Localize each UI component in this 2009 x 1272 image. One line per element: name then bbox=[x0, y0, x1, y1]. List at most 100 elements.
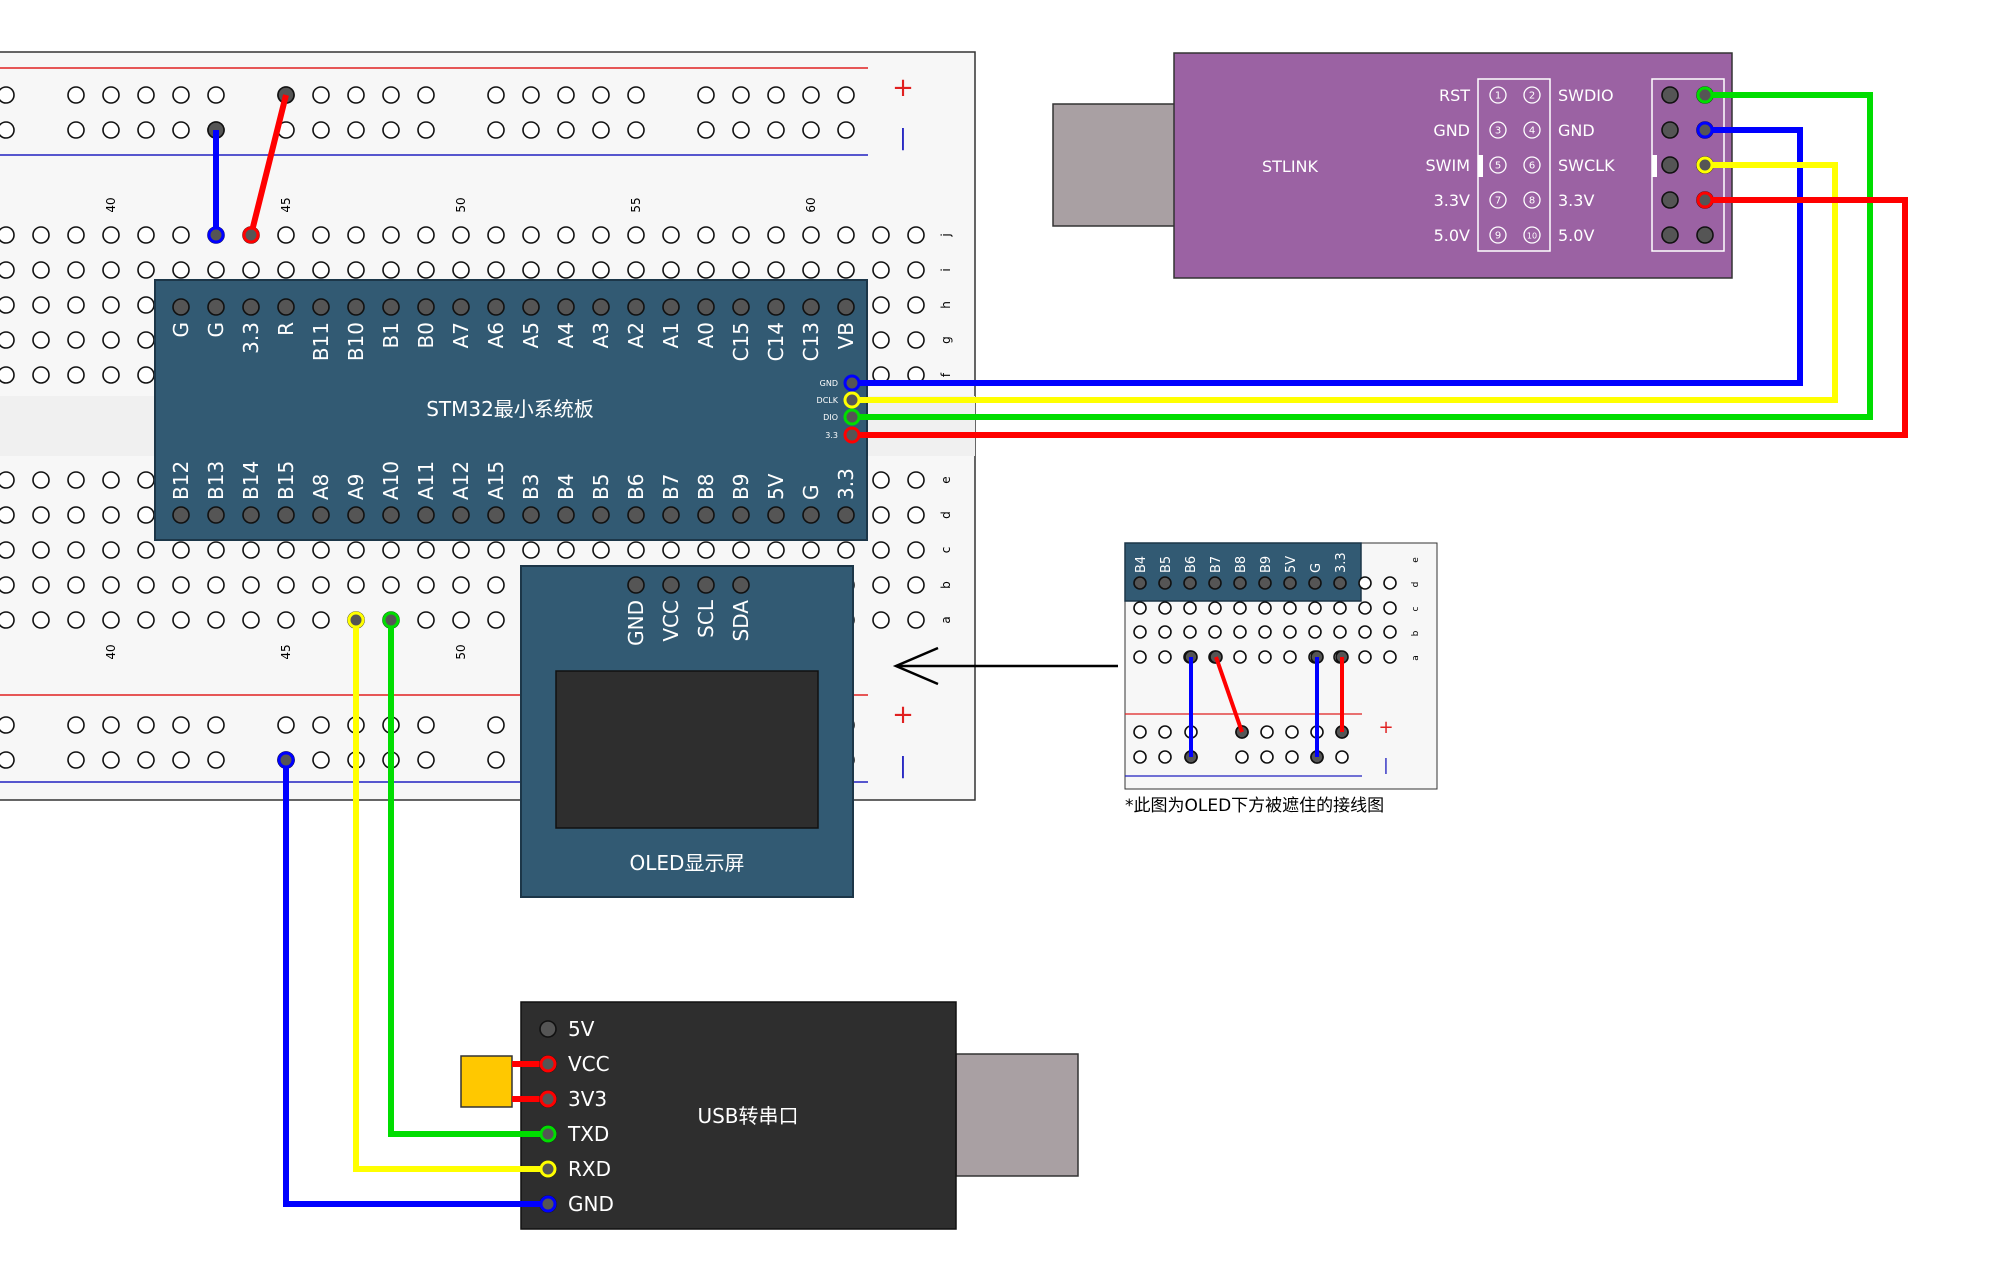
row-letter: a bbox=[939, 616, 953, 623]
wire-end bbox=[277, 751, 295, 769]
breadboard-hole bbox=[872, 506, 890, 524]
breadboard-hole bbox=[1235, 750, 1249, 764]
stm32-debug-pin-label: GND bbox=[820, 379, 838, 388]
breadboard-hole bbox=[487, 86, 505, 104]
column-number: 40 bbox=[104, 644, 118, 659]
stm32-bottom-pin-label: B15 bbox=[274, 461, 298, 500]
breadboard-hole bbox=[1383, 576, 1397, 590]
breadboard-hole bbox=[1661, 156, 1679, 174]
breadboard-hole bbox=[452, 611, 470, 629]
breadboard-hole bbox=[312, 121, 330, 139]
breadboard-hole bbox=[1260, 725, 1274, 739]
breadboard-hole bbox=[732, 541, 750, 559]
breadboard-hole bbox=[312, 576, 330, 594]
breadboard-hole bbox=[662, 541, 680, 559]
breadboard-hole bbox=[312, 86, 330, 104]
breadboard-hole bbox=[312, 541, 330, 559]
breadboard-hole bbox=[872, 541, 890, 559]
breadboard-hole bbox=[452, 541, 470, 559]
breadboard-hole bbox=[802, 86, 820, 104]
breadboard-hole bbox=[697, 541, 715, 559]
breadboard-hole bbox=[627, 541, 645, 559]
breadboard-hole bbox=[1308, 576, 1322, 590]
breadboard-hole bbox=[662, 226, 680, 244]
breadboard-hole bbox=[557, 121, 575, 139]
breadboard-hole bbox=[907, 576, 925, 594]
breadboard-hole bbox=[417, 541, 435, 559]
breadboard-hole bbox=[837, 121, 855, 139]
stm32-bottom-pin-label: B6 bbox=[624, 474, 648, 500]
breadboard-hole bbox=[242, 576, 260, 594]
stlink-right-label: 5.0V bbox=[1558, 226, 1594, 245]
wire-end bbox=[843, 408, 861, 426]
breadboard-hole bbox=[207, 611, 225, 629]
breadboard-hole bbox=[732, 506, 750, 524]
breadboard-hole bbox=[1133, 601, 1147, 615]
stlink-connector-pin bbox=[1523, 226, 1541, 244]
stlink-plug bbox=[1052, 103, 1176, 227]
breadboard-hole bbox=[837, 541, 855, 559]
breadboard-hole bbox=[1661, 86, 1679, 104]
breadboard-hole bbox=[487, 751, 505, 769]
breadboard-hole bbox=[592, 506, 610, 524]
breadboard-hole bbox=[137, 716, 155, 734]
breadboard-hole bbox=[137, 331, 155, 349]
inset-pin-label: 5V bbox=[1284, 556, 1299, 573]
breadboard-hole bbox=[242, 298, 260, 316]
breadboard-hole bbox=[382, 121, 400, 139]
pointer-arrow bbox=[892, 646, 1118, 686]
stlink-right-label: SWDIO bbox=[1558, 86, 1614, 105]
inset-plus-sign: + bbox=[1378, 717, 1393, 738]
column-number: 60 bbox=[804, 197, 818, 212]
inset-pin-label: 3.3 bbox=[1334, 552, 1349, 573]
wire-end bbox=[242, 226, 260, 244]
breadboard-hole bbox=[32, 366, 50, 384]
breadboard-hole bbox=[102, 506, 120, 524]
breadboard-hole bbox=[137, 296, 155, 314]
stlink-header-key bbox=[1652, 155, 1657, 177]
breadboard-hole bbox=[67, 716, 85, 734]
breadboard-hole bbox=[242, 506, 260, 524]
stlink-connector-pin bbox=[1523, 86, 1541, 104]
stlink-connector-pin bbox=[1523, 121, 1541, 139]
breadboard-hole bbox=[1208, 576, 1222, 590]
stm32-top-pin-label: A4 bbox=[554, 322, 578, 348]
breadboard-hole bbox=[32, 471, 50, 489]
breadboard-hole bbox=[907, 541, 925, 559]
breadboard-hole bbox=[0, 86, 15, 104]
wire-end bbox=[1696, 156, 1714, 174]
breadboard-hole bbox=[347, 121, 365, 139]
column-number: 55 bbox=[629, 197, 643, 212]
stlink-pin-number: 2 bbox=[1529, 91, 1535, 102]
breadboard-hole bbox=[872, 471, 890, 489]
stm32-bottom-pin-label: 5V bbox=[764, 473, 788, 500]
breadboard-hole bbox=[907, 471, 925, 489]
breadboard-hole bbox=[0, 506, 15, 524]
inset-pin-label: B5 bbox=[1159, 556, 1174, 573]
breadboard-hole bbox=[67, 751, 85, 769]
usb-pin-label: 3V3 bbox=[568, 1087, 607, 1111]
breadboard-hole bbox=[102, 86, 120, 104]
breadboard-hole bbox=[382, 298, 400, 316]
stlink-connector-pin bbox=[1489, 191, 1507, 209]
breadboard-hole bbox=[347, 541, 365, 559]
breadboard-hole bbox=[102, 751, 120, 769]
breadboard-hole bbox=[557, 506, 575, 524]
usb-body bbox=[520, 1001, 957, 1230]
breadboard-hole bbox=[557, 298, 575, 316]
breadboard-hole bbox=[67, 576, 85, 594]
stm32-top-pin-label: A1 bbox=[659, 322, 683, 348]
stm32-top-pin-label: VB bbox=[834, 322, 858, 349]
breadboard-hole bbox=[1358, 625, 1372, 639]
breadboard-hole bbox=[137, 541, 155, 559]
breadboard-hole bbox=[1283, 576, 1297, 590]
breadboard-hole bbox=[487, 506, 505, 524]
breadboard-hole bbox=[452, 261, 470, 279]
breadboard-hole bbox=[1383, 601, 1397, 615]
breadboard-hole bbox=[102, 366, 120, 384]
stm32-title: STM32最小系统板 bbox=[426, 397, 594, 421]
breadboard-hole bbox=[627, 506, 645, 524]
breadboard-hole bbox=[592, 261, 610, 279]
stm32-top-pin-label: G bbox=[169, 322, 193, 338]
